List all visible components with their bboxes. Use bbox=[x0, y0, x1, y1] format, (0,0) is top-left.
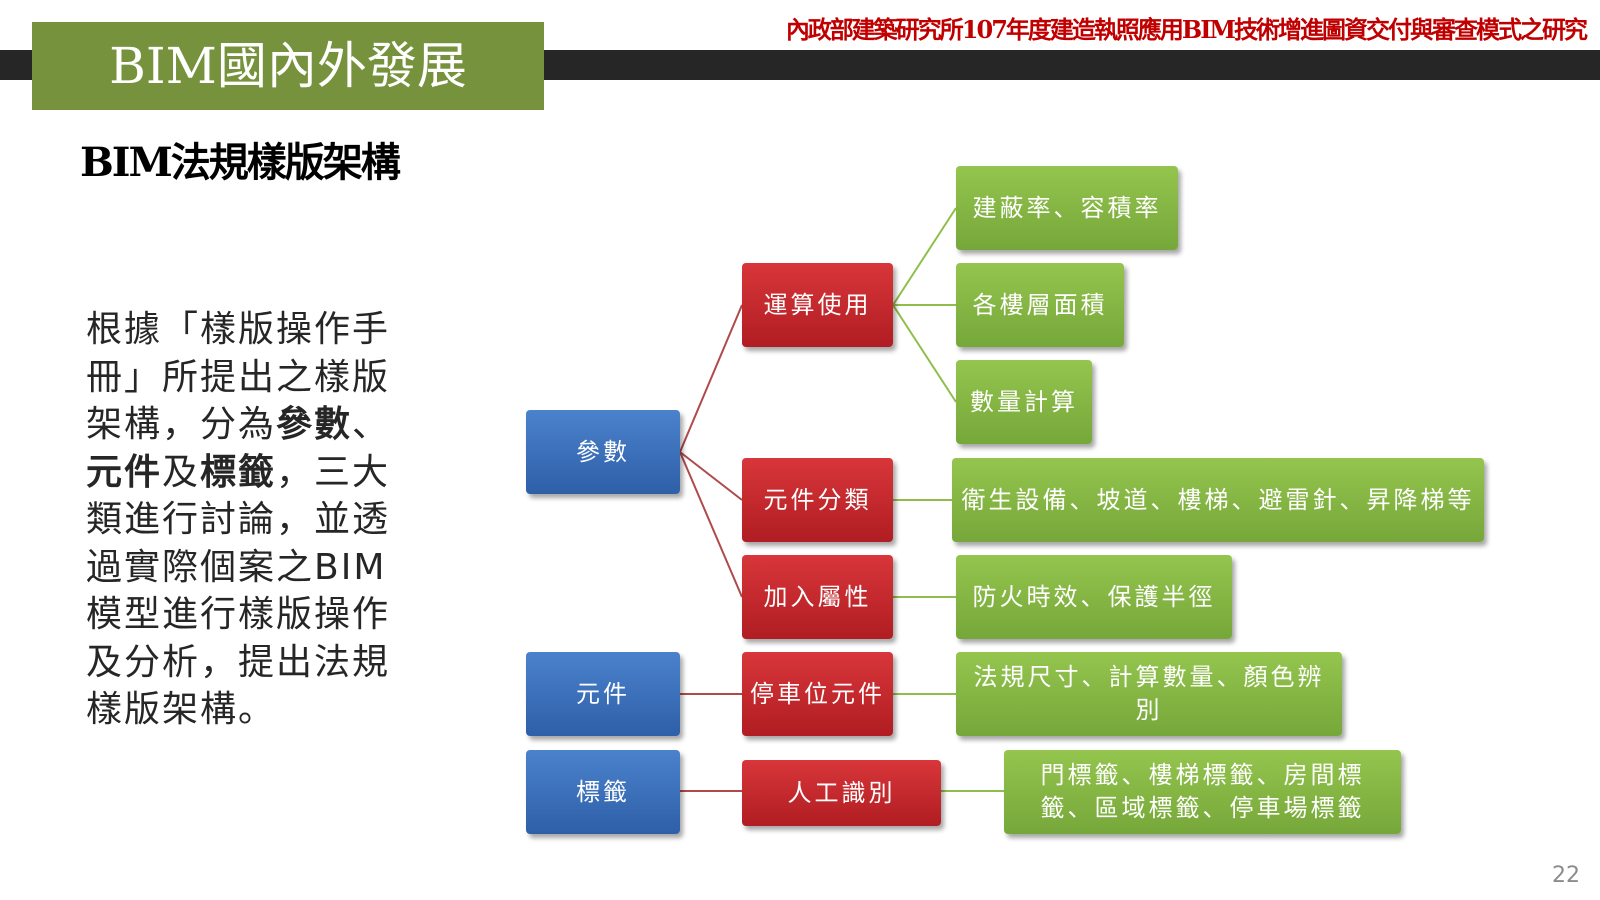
page-number: 22 bbox=[1552, 863, 1580, 888]
connector-params-classify bbox=[679, 451, 743, 501]
connector-compute-quantity bbox=[892, 304, 957, 403]
description-text: 根據「樣版操作手冊」所提出之樣版架構，分為參數、元件及標籤，三大類進行討論，並透… bbox=[86, 306, 412, 734]
slide-title: BIM國內外發展 bbox=[32, 22, 544, 110]
connector-params-attribute bbox=[679, 451, 743, 598]
project-title: 內政部建築研究所107年度建造執照應用BIM技術增進圖資交付與審查模式之研究 bbox=[785, 15, 1588, 44]
connector-params-compute bbox=[679, 304, 743, 453]
item-equipment: 衛生設備、坡道、樓梯、避雷針、昇降梯等 bbox=[952, 458, 1484, 542]
subcategory-classify: 元件分類 bbox=[742, 458, 893, 542]
desc-bold-params: 參數 bbox=[276, 404, 353, 445]
item-quantity: 數量計算 bbox=[956, 360, 1092, 444]
subcategory-parking: 停車位元件 bbox=[742, 652, 893, 736]
category-components: 元件 bbox=[526, 652, 680, 736]
item-fire-protection: 防火時效、保護半徑 bbox=[956, 555, 1232, 639]
item-labels: 門標籤、樓梯標籤、房間標籤、區域標籤、停車場標籤 bbox=[1004, 750, 1401, 834]
item-floor-area: 各樓層面積 bbox=[956, 263, 1124, 347]
subcategory-manual: 人工識別 bbox=[742, 760, 941, 826]
category-params: 參數 bbox=[526, 410, 680, 494]
item-regulation-size: 法規尺寸、計算數量、顏色辨別 bbox=[956, 652, 1342, 736]
section-subtitle: BIM法規樣版架構 bbox=[80, 139, 401, 186]
category-tags: 標籤 bbox=[526, 750, 680, 834]
item-coverage-ratio: 建蔽率、容積率 bbox=[956, 166, 1178, 250]
desc-bold-tags: 標籤 bbox=[200, 451, 277, 493]
desc-part: 根據「樣版操作手冊」所提出之樣版架構，分為 bbox=[86, 309, 391, 445]
subcategory-attribute: 加入屬性 bbox=[742, 555, 893, 639]
desc-part: 及 bbox=[162, 451, 201, 493]
desc-part: 、 bbox=[352, 404, 391, 445]
connector-compute-coverage bbox=[892, 207, 957, 306]
subcategory-compute: 運算使用 bbox=[742, 263, 893, 347]
desc-part: ，三大類進行討論，並透過實際個案之BIM模型進行樣版操作及分析，提出法規樣版架構… bbox=[86, 451, 391, 731]
desc-bold-components: 元件 bbox=[86, 451, 163, 493]
